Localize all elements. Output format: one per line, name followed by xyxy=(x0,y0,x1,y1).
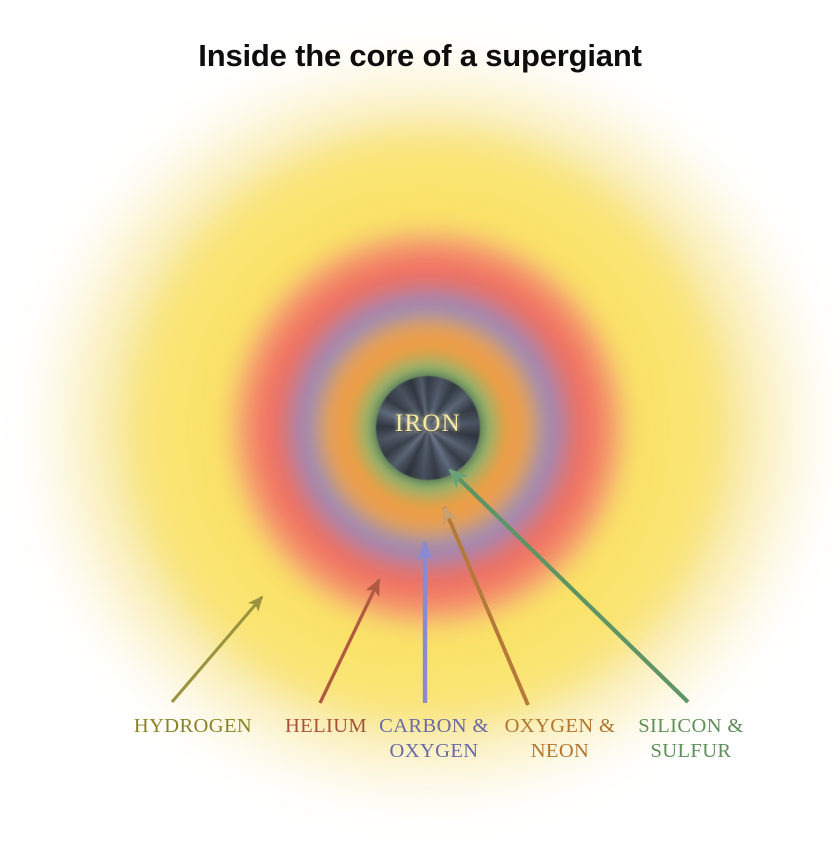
page-title: Inside the core of a supergiant xyxy=(198,38,642,73)
iron-core-label: IRON xyxy=(395,410,461,437)
label-silicon-sulfur: SILICON & SULFUR xyxy=(638,715,744,762)
label-hydrogen: HYDROGEN xyxy=(133,715,253,737)
arrow-oxygen-neon xyxy=(442,505,530,706)
arrow-hydrogen xyxy=(170,595,264,704)
label-helium: HELIUM xyxy=(284,715,368,737)
arrow-helium xyxy=(318,578,381,704)
shell-legend: HYDROGEN HELIUM CARBON & OXYGEN OXYGEN &… xyxy=(0,706,840,786)
label-oxygen-neon: OXYGEN & NEON xyxy=(504,715,616,762)
arrow-silicon-sulfur xyxy=(448,468,690,704)
label-carbon-oxygen: CARBON & OXYGEN xyxy=(379,715,489,762)
iron-core-sphere xyxy=(376,376,480,480)
